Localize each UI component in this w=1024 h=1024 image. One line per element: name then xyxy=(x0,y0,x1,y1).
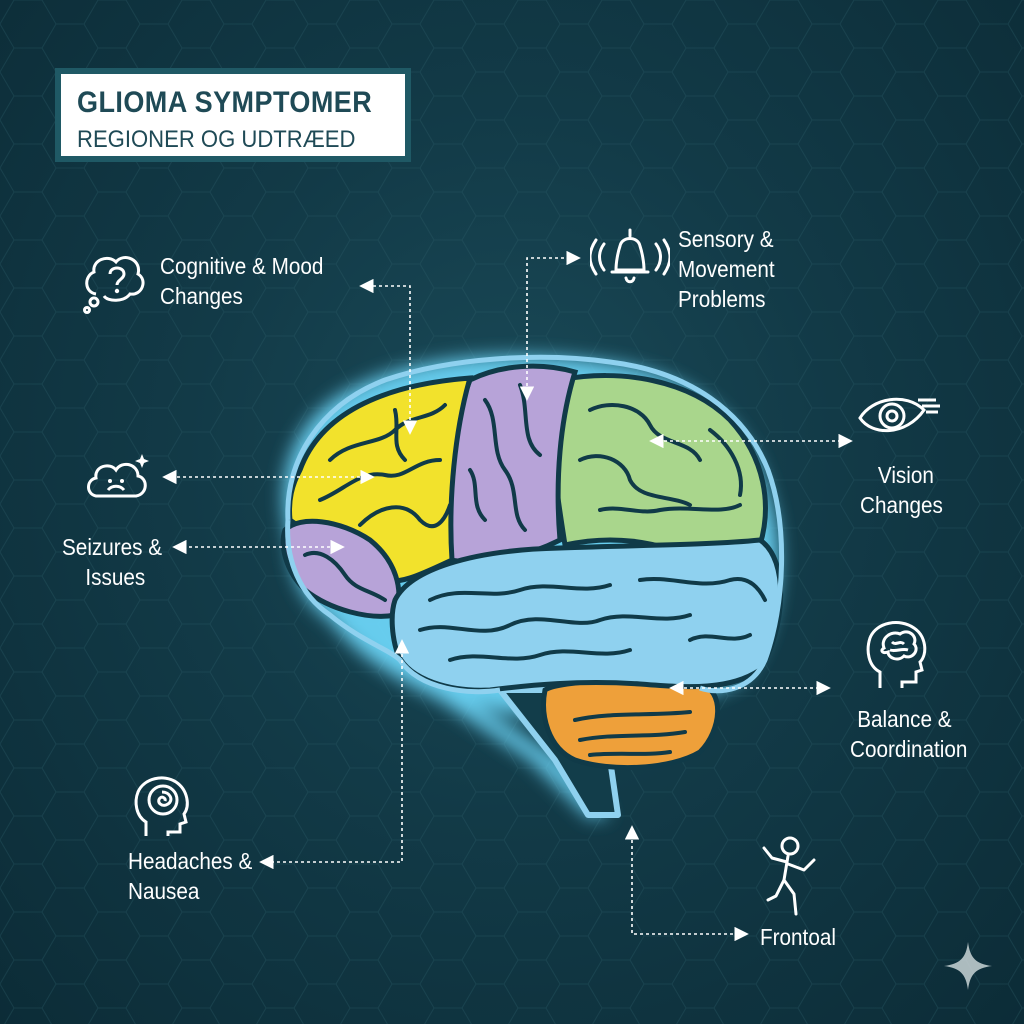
label-line: Changes xyxy=(160,283,243,309)
head-spiral-icon xyxy=(134,776,189,836)
label-line: Cognitive & Mood xyxy=(160,253,324,279)
connector-cognitive xyxy=(359,278,418,435)
label-line: Vision xyxy=(877,462,934,488)
connector-sensory xyxy=(519,250,581,401)
label-line: Problems xyxy=(678,286,766,312)
label-line: Frontoal xyxy=(760,924,836,950)
label-balance-coordination: Balance & Coordination xyxy=(850,704,967,764)
label-cognitive-mood: Cognitive & Mood Changes xyxy=(160,251,323,311)
sparkle-icon xyxy=(944,942,992,990)
label-sensory-movement: Sensory & Movement Problems xyxy=(678,224,775,314)
head-brain-icon xyxy=(866,621,927,688)
thought-bubble-question-icon xyxy=(83,256,145,314)
connector-lines xyxy=(162,250,853,942)
sad-cloud-icon xyxy=(87,454,149,498)
title-box: GLIOMA SYMPTOMER REGIONER OG UDTRÆED xyxy=(55,68,411,162)
dancing-figure-icon xyxy=(762,836,816,916)
label-line: Movement xyxy=(678,256,775,282)
page-subtitle: REGIONER OG UDTRÆED xyxy=(77,126,356,153)
eye-icon xyxy=(858,397,940,432)
label-line: Changes xyxy=(860,492,943,518)
label-line: Seizures & xyxy=(62,534,163,560)
page-title: GLIOMA SYMPTOMER xyxy=(77,86,373,119)
label-frontal: Frontoal xyxy=(760,922,836,952)
label-line: Balance & xyxy=(857,706,952,732)
occipital-lobe xyxy=(549,373,768,563)
label-line: Headaches & xyxy=(128,848,253,874)
bell-alert-icon xyxy=(590,228,670,284)
label-line: Nausea xyxy=(128,878,200,904)
label-headaches-nausea: Headaches & Nausea xyxy=(128,846,252,906)
label-vision-changes: Vision Changes xyxy=(860,460,943,520)
label-line: Sensory & xyxy=(678,226,774,252)
temporal-lobe xyxy=(389,537,784,693)
label-line: Issues xyxy=(85,564,146,590)
label-line: Coordination xyxy=(850,736,968,762)
label-seizures-issues: Seizures & Issues xyxy=(62,532,162,592)
connector-headaches xyxy=(259,639,410,870)
connector-frontal xyxy=(624,825,749,942)
